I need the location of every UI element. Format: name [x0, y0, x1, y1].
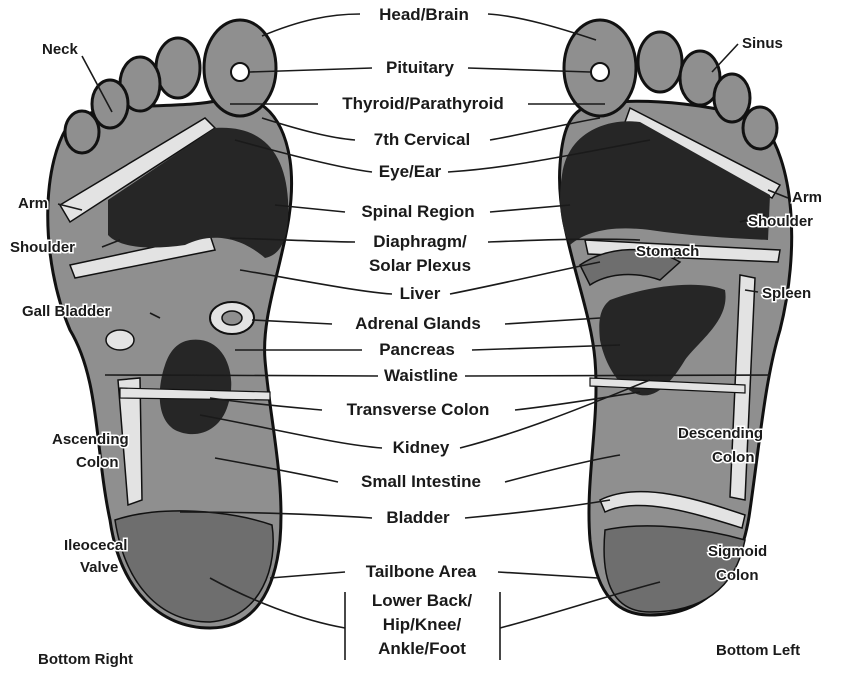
label-cervical: 7th Cervical	[374, 130, 470, 149]
right-toe-2	[156, 38, 200, 98]
label-tailbone-area: Tailbone Area	[366, 562, 477, 581]
label-hip-knee: Hip/Knee/	[383, 615, 462, 634]
label-liver: Liver	[400, 284, 441, 303]
label-shoulder-left: Shoulder	[748, 213, 813, 230]
label-head-brain: Head/Brain	[379, 5, 469, 24]
label-stomach: Stomach	[636, 243, 699, 260]
label-ileocecal: Ileocecal	[64, 537, 127, 554]
label-descending: Descending	[678, 425, 763, 442]
label-bladder: Bladder	[386, 508, 450, 527]
label-gall-bladder: Gall Bladder	[22, 303, 111, 320]
label-ascending: Ascending	[52, 431, 129, 448]
label-transverse-colon: Transverse Colon	[347, 400, 490, 419]
label-thyroid: Thyroid/Parathyroid	[342, 94, 504, 113]
center-labels: Head/Brain Pituitary Thyroid/Parathyroid…	[342, 5, 504, 658]
right-pituitary-dot	[231, 63, 249, 81]
left-toe-5	[743, 107, 777, 149]
label-sinus: Sinus	[742, 35, 783, 52]
left-toe-2	[638, 32, 682, 92]
caption-bottom-right: Bottom Right	[38, 651, 133, 668]
label-sigmoid: Sigmoid	[708, 543, 767, 560]
label-diaphragm: Diaphragm/	[373, 232, 467, 251]
label-arm-right: Arm	[18, 195, 48, 212]
label-valve: Valve	[80, 559, 118, 576]
right-gall-bladder-spot	[106, 330, 134, 350]
caption-bottom-left: Bottom Left	[716, 642, 800, 659]
label-neck: Neck	[42, 41, 79, 58]
right-toe-5	[65, 111, 99, 153]
left-pituitary-dot	[591, 63, 609, 81]
label-adrenal-glands: Adrenal Glands	[355, 314, 481, 333]
label-spleen: Spleen	[762, 285, 811, 302]
label-waistline: Waistline	[384, 366, 458, 385]
right-kidney-blob	[160, 340, 232, 435]
label-kidney: Kidney	[393, 438, 450, 457]
right-mid-region	[115, 511, 273, 622]
label-descending-colon: Colon	[712, 449, 755, 466]
label-pancreas: Pancreas	[379, 340, 455, 359]
label-small-intestine: Small Intestine	[361, 472, 481, 491]
right-adrenal-core	[222, 311, 242, 325]
label-solar-plexus: Solar Plexus	[369, 256, 471, 275]
label-ascending-colon: Colon	[76, 454, 119, 471]
label-arm-left: Arm	[792, 189, 822, 206]
label-shoulder-right: Shoulder	[10, 239, 75, 256]
left-toe-4	[714, 74, 750, 122]
label-eye-ear: Eye/Ear	[379, 162, 442, 181]
label-ankle-foot: Ankle/Foot	[378, 639, 466, 658]
left-foot	[560, 20, 792, 615]
label-lower-back: Lower Back/	[372, 591, 472, 610]
label-spinal-region: Spinal Region	[361, 202, 474, 221]
label-sigmoid-colon: Colon	[716, 567, 759, 584]
label-pituitary: Pituitary	[386, 58, 455, 77]
